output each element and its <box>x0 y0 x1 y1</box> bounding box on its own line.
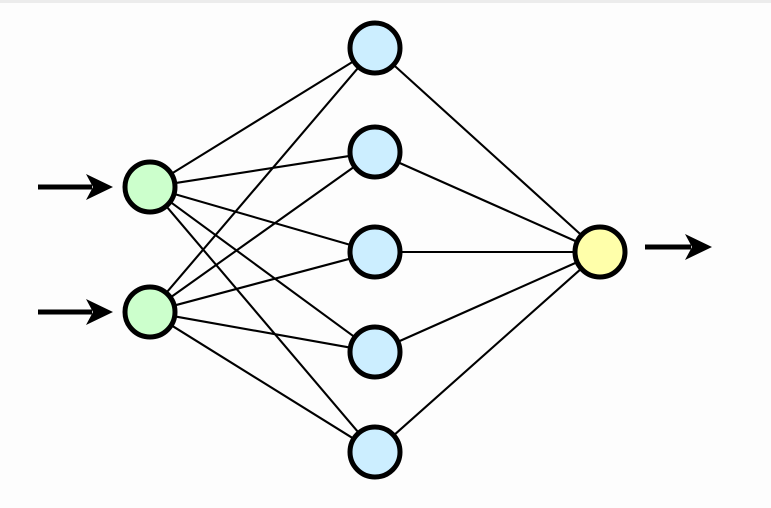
edge-i2-h5 <box>169 323 356 441</box>
node-output-1[interactable] <box>572 224 628 280</box>
node-hidden-4[interactable] <box>347 324 403 380</box>
edge-h5-o1 <box>391 266 584 438</box>
input-arrow-bottom-head <box>86 299 113 325</box>
edge-h4-o1 <box>395 260 580 344</box>
edge-i1-h2 <box>172 154 353 185</box>
edge-i2-h4 <box>172 315 353 349</box>
node-input-2[interactable] <box>122 284 178 340</box>
edge-i2-h1 <box>164 65 361 295</box>
edge-i1-h4 <box>168 200 357 339</box>
node-hidden-5[interactable] <box>347 424 403 480</box>
edges-group <box>164 59 584 441</box>
input-arrow-top-head <box>86 174 113 200</box>
edge-i2-h2 <box>168 164 357 300</box>
node-input-1[interactable] <box>122 159 178 215</box>
edge-i1-h5 <box>164 204 361 435</box>
edge-h2-o1 <box>395 160 580 244</box>
edge-i2-h3 <box>172 257 353 307</box>
edge-i1-h1 <box>169 59 356 176</box>
node-hidden-3[interactable] <box>347 224 403 280</box>
edge-h1-o1 <box>391 63 584 237</box>
nodes-group <box>122 20 628 480</box>
output-arrow-head <box>685 234 712 260</box>
arrows-group <box>38 174 712 325</box>
node-hidden-2[interactable] <box>347 124 403 180</box>
edge-i1-h3 <box>172 192 353 247</box>
node-hidden-1[interactable] <box>347 20 403 76</box>
